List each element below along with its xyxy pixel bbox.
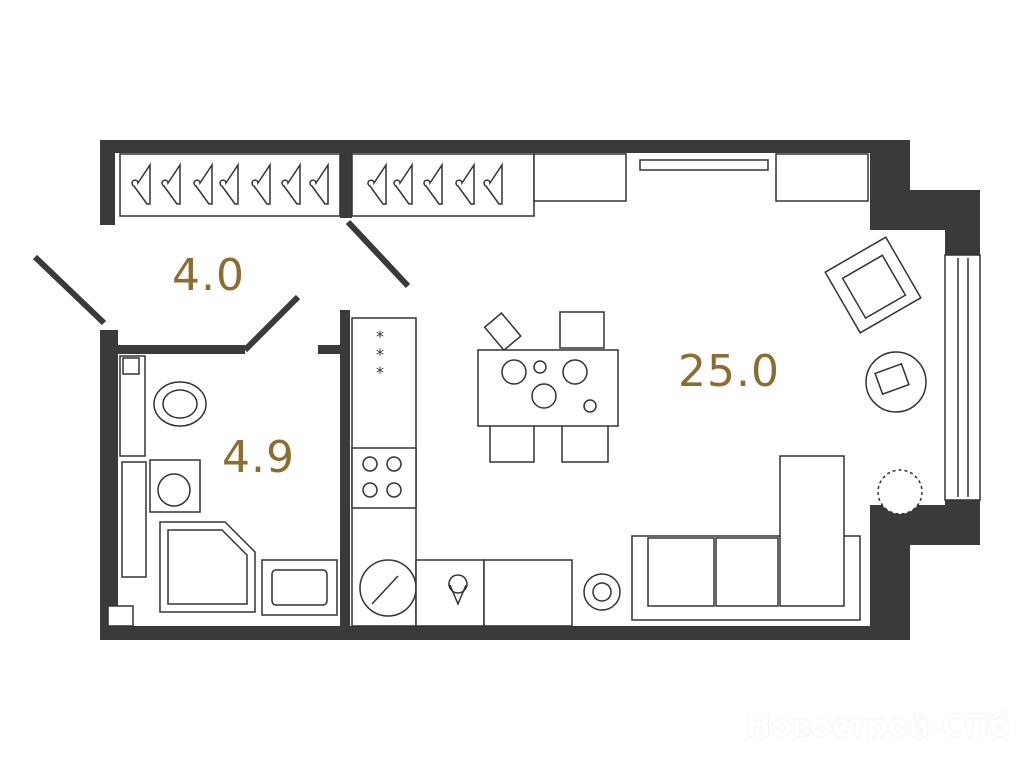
hanger-icon [281, 162, 301, 205]
hanger-icon [423, 162, 443, 205]
svg-text:*: * [376, 345, 384, 364]
hanger-icon [193, 162, 213, 205]
hanger-icon [251, 162, 271, 205]
walls [100, 140, 980, 640]
hanger-icon [483, 162, 503, 205]
watermark: Новострой-СПб [745, 709, 1010, 744]
window [944, 254, 981, 501]
hanger-icon [219, 162, 239, 205]
bathroom-area-label: 4.9 [222, 432, 295, 483]
hanger-icons [131, 162, 503, 205]
doors [32, 219, 411, 353]
dining-set [477, 311, 619, 463]
hanger-icon [309, 162, 329, 205]
hanger-icon [367, 162, 387, 205]
hall-area-label: 4.0 [172, 250, 245, 301]
svg-text:*: * [376, 363, 384, 382]
bathroom-fixtures [107, 355, 338, 627]
hanger-icon [161, 162, 181, 205]
hanger-icon [393, 162, 413, 205]
hanger-icon [455, 162, 475, 205]
living-furniture [631, 236, 927, 621]
living-room-area-label: 25.0 [678, 346, 780, 397]
wardrobes [119, 153, 869, 217]
hanger-icon [131, 162, 151, 205]
kitchen [351, 317, 621, 627]
svg-text:*: * [376, 327, 384, 346]
hood-markers: *** [376, 327, 384, 382]
